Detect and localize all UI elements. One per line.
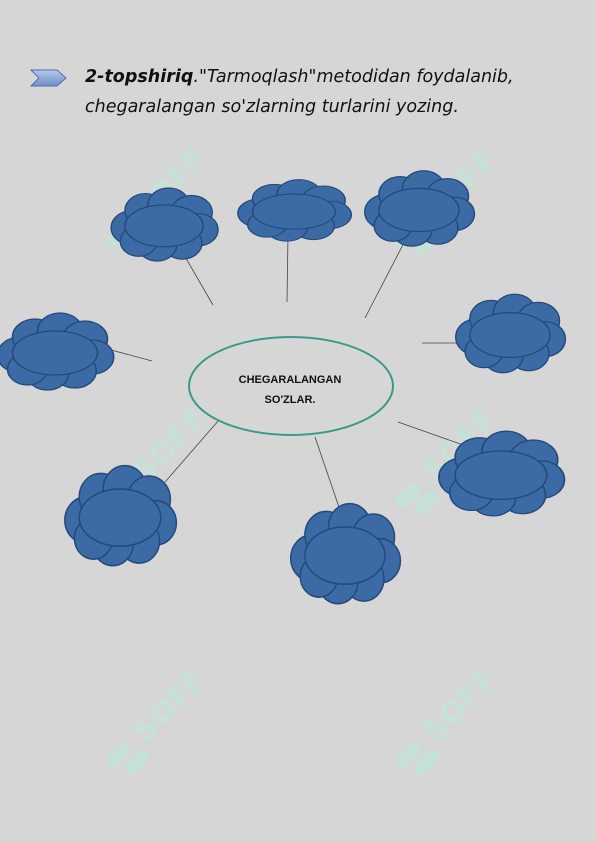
answer-cloud[interactable]: [237, 178, 353, 242]
connector-line: [164, 419, 220, 483]
answer-cloud[interactable]: [455, 293, 567, 374]
answer-cloud[interactable]: [0, 312, 115, 391]
task-number: 2-topshiriq: [85, 67, 194, 87]
answer-cloud[interactable]: [64, 464, 178, 567]
answer-cloud[interactable]: [438, 430, 566, 517]
center-label: CHEGARALANGAN SO'ZLAR.: [200, 370, 380, 410]
center-label-line2: SO'ZLAR.: [264, 394, 316, 406]
answer-cloud[interactable]: [364, 170, 476, 247]
watermark-logo: SOFF: [370, 660, 520, 780]
connector-line: [364, 234, 409, 319]
answer-cloud[interactable]: [110, 187, 219, 262]
connector-line: [286, 234, 289, 303]
chevron-arrow-icon: [30, 69, 67, 87]
center-label-line1: CHEGARALANGAN: [238, 374, 342, 386]
task-text: ."Tarmoqlash"metodidan foydalanib, chega…: [85, 67, 514, 117]
connector-line: [314, 436, 342, 514]
connector-line: [397, 421, 467, 447]
answer-cloud[interactable]: [289, 502, 402, 605]
task-instruction: 2-topshiriq."Tarmoqlash"metodidan foydal…: [85, 62, 565, 122]
watermark-logo: SOFF: [80, 660, 230, 780]
center-ellipse: [188, 336, 394, 436]
